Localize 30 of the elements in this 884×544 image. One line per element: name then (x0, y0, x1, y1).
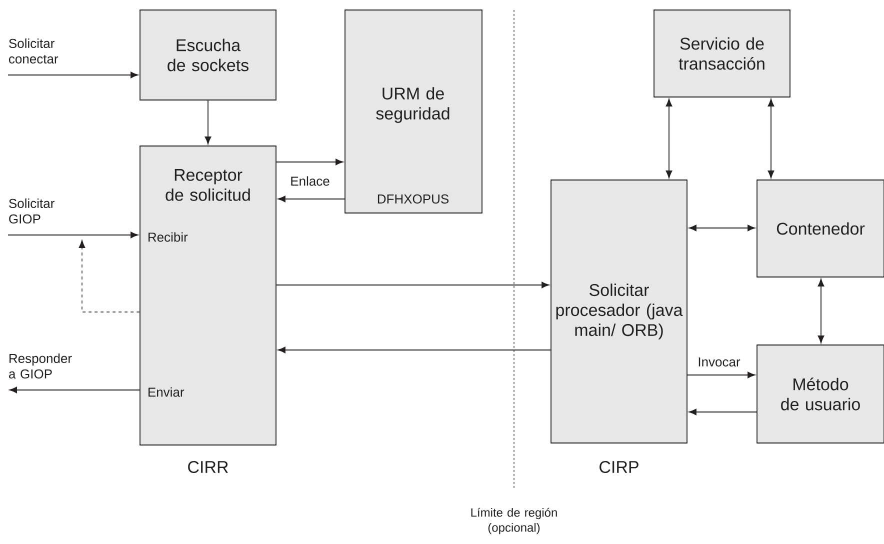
signal-label: Solicitar GIOP (9, 198, 54, 224)
arrow (204, 100, 212, 144)
arrow (8, 72, 138, 78)
process-box: Solicitar procesador (java main/ ORB) (550, 180, 688, 444)
arrow (276, 158, 344, 166)
region-label: CIRP (600, 460, 638, 474)
arrow (688, 408, 757, 416)
edge-label: Enlace (289, 175, 331, 187)
arrow (688, 224, 756, 232)
process-box: URM de seguridad DFHXOPUS (344, 10, 482, 214)
arrow (818, 278, 824, 344)
edge-label: Invocar (696, 356, 742, 368)
region-label: CIRR (188, 460, 228, 474)
process-box: Método de usuario (756, 344, 884, 444)
arrow (9, 386, 140, 394)
arrow (78, 240, 140, 312)
arrow (687, 372, 756, 378)
arrow (8, 232, 138, 238)
arrow (276, 282, 550, 288)
arrow (278, 196, 345, 202)
arrow (768, 98, 774, 178)
signal-label: Responder a GIOP (9, 354, 72, 379)
arrow (278, 346, 551, 354)
process-box: Servicio de transacción (654, 10, 790, 98)
process-box: Escucha de sockets (140, 10, 276, 100)
process-box: Receptor de solicitud Recibir Enviar (140, 146, 276, 446)
signal-label: Solicitar conectar (9, 38, 58, 64)
region-boundary-label: Límite de región (opcional) (471, 508, 557, 534)
process-box: Contenedor (756, 180, 884, 278)
arrow (666, 98, 672, 178)
